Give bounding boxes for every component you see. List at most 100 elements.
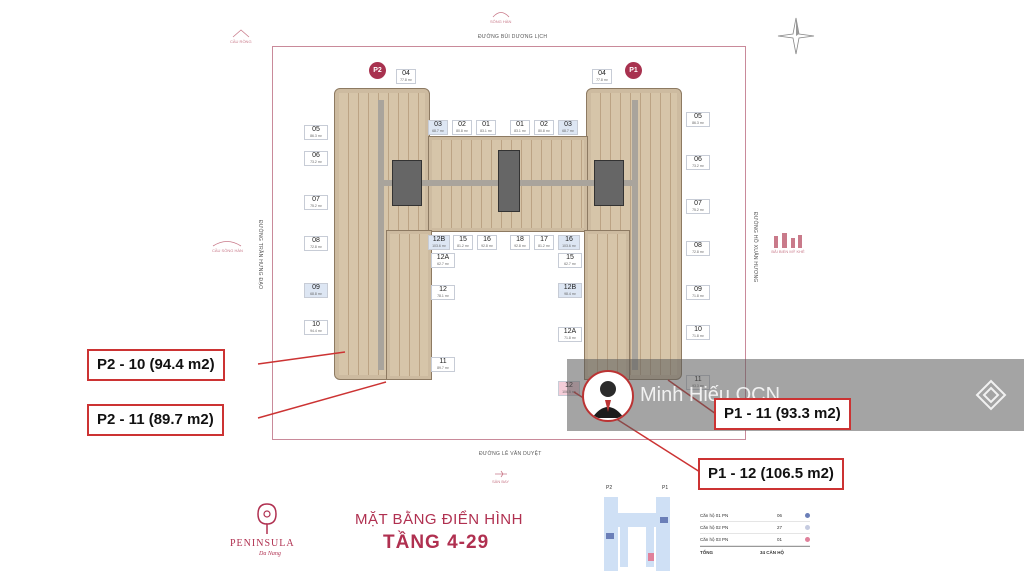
unit-number: 12B: [563, 284, 577, 291]
site-boundary: [272, 46, 746, 440]
unit-area: 80.8 m²: [456, 129, 468, 133]
legend-dot-icon: [805, 513, 810, 518]
street-north: ĐƯỜNG BÙI DƯƠNG LỊCH: [478, 34, 548, 40]
street-west: ĐƯỜNG TRẦN HƯNG ĐẠO: [257, 220, 263, 290]
unit-number: 12A: [563, 328, 577, 335]
landmark-northwest: CẦU RỒNG: [230, 28, 252, 44]
unit-area: 98.4 m²: [564, 292, 576, 296]
unit-area: 92.8 m²: [514, 244, 526, 248]
unit-number: 04: [402, 70, 410, 77]
unit-number: 17: [540, 236, 548, 243]
unit-area: 92.8 m²: [481, 244, 493, 248]
landmark-west: CẦU SÔNG HÀN: [212, 237, 243, 253]
unit-number: 08: [694, 242, 702, 249]
unit-number: 04: [598, 70, 606, 77]
unit-area: 72.8 m²: [310, 245, 322, 249]
landmark-south: SÂN BAY: [492, 470, 509, 484]
unit-number: 03: [564, 121, 572, 128]
callout-p1-12: P1 - 12 (106.5 m2): [698, 458, 844, 490]
unit-number: 16: [483, 236, 491, 243]
unit-number: 15: [566, 254, 574, 261]
legend-label: Căn hộ 01 PN: [700, 513, 729, 518]
legend-label: Căn hộ 02 PN: [700, 525, 729, 530]
unit-area: 80.8 m²: [538, 129, 550, 133]
unit-area: 73.2 m²: [310, 160, 322, 164]
unit-number: 07: [694, 200, 702, 207]
callout-p1-11: P1 - 11 (93.3 m2): [714, 398, 851, 430]
brand-sub: Da Nang: [259, 551, 281, 557]
unit-area: 89.7 m²: [437, 366, 449, 370]
unit-area: 62.7 m²: [437, 262, 449, 266]
mini-label-p2: P2: [606, 485, 613, 491]
unit-number: 01: [516, 121, 524, 128]
unit-area: 81.2 m²: [538, 244, 550, 248]
unit-area: 68.7 m²: [432, 129, 444, 133]
compass-icon: [777, 17, 815, 55]
core-p1: [594, 160, 624, 206]
legend-count: 27: [777, 525, 783, 530]
unit-number: 12: [439, 286, 447, 293]
plan-floors: TẦNG 4-29: [383, 532, 490, 553]
unit-area: 68.7 m²: [562, 129, 574, 133]
core-p2: [392, 160, 422, 206]
unit-number: 02: [540, 121, 548, 128]
unit-number: 05: [312, 126, 320, 133]
watermark-logo-icon: [975, 379, 1007, 411]
unit-area: 75.2 m²: [692, 208, 704, 212]
unit-number: 15: [459, 236, 467, 243]
unit-number: 06: [694, 156, 702, 163]
street-east: ĐƯỜNG HỒ XUÂN HƯƠNG: [752, 212, 758, 283]
brand-name: PENINSULA: [230, 538, 295, 549]
unit-area: 71.8 m²: [692, 334, 704, 338]
unit-area: 68.8 m²: [310, 292, 322, 296]
legend-total: TỔNG 34 CĂN HỘ: [700, 546, 810, 558]
watermark-avatar: [582, 370, 634, 422]
callout-p2-11: P2 - 11 (89.7 m2): [87, 404, 224, 436]
brand-logo-icon: [257, 503, 277, 534]
unit-area: 71.8 m²: [692, 294, 704, 298]
unit-area: 77.8 m²: [596, 78, 608, 82]
unit-area: 72.8 m²: [692, 250, 704, 254]
unit-number: 02: [458, 121, 466, 128]
callout-p2-10: P2 - 10 (94.4 m2): [87, 349, 225, 381]
mini-key-plan: P2 P1: [598, 485, 676, 575]
unit-area: 103.6 m²: [562, 244, 576, 248]
tower-badge-p2: P2: [369, 62, 386, 79]
unit-number: 07: [312, 196, 320, 203]
tower-badge-p1: P1: [625, 62, 642, 79]
landmark-north: SÔNG HÀN: [490, 10, 511, 24]
unit-number: 05: [694, 113, 702, 120]
unit-number: 09: [312, 284, 320, 291]
unit-number: 08: [312, 237, 320, 244]
unit-number: 12B: [432, 236, 446, 243]
legend-dot-icon: [805, 525, 810, 530]
tower-p2-south: [386, 230, 432, 380]
unit-number: 01: [482, 121, 490, 128]
plan-title: MẶT BẰNG ĐIỂN HÌNH: [355, 511, 523, 528]
unit-number: 10: [694, 326, 702, 333]
legend-label: Căn hộ 03 PN: [700, 537, 729, 542]
unit-number: 10: [312, 321, 320, 328]
legend-row: Căn hộ 02 PN 27: [700, 522, 810, 534]
